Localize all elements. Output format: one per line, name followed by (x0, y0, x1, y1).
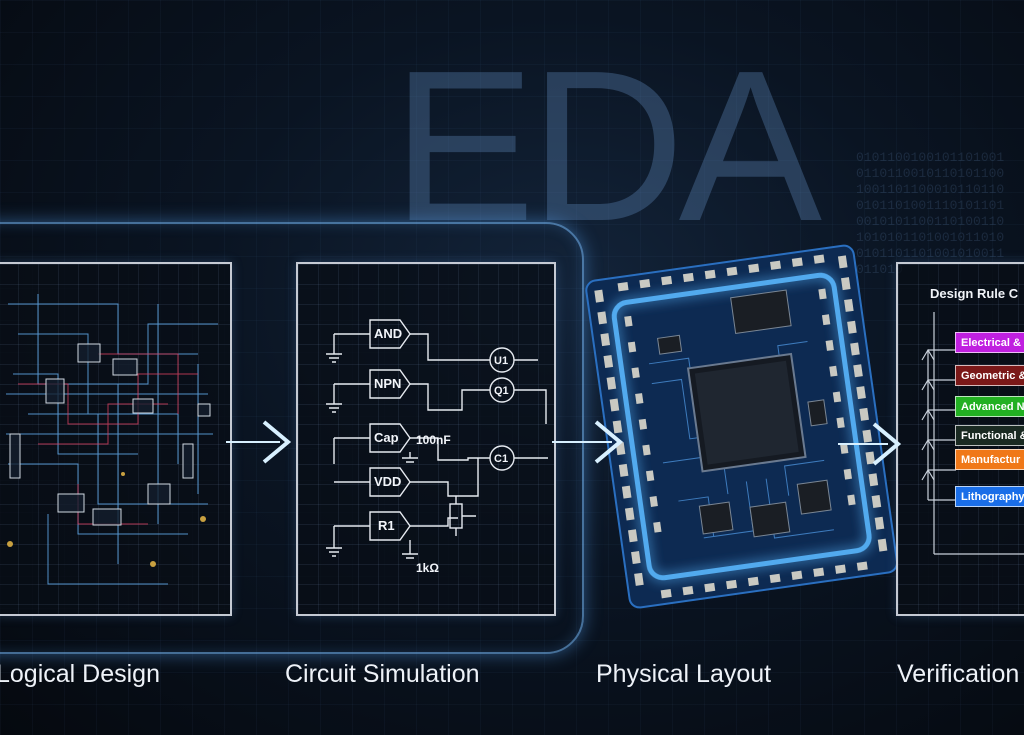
rule-advanced: Advanced N (955, 396, 1024, 417)
drc-title: Design Rule C (930, 286, 1019, 301)
gate-vdd-label: VDD (374, 474, 401, 489)
node-q1-label: Q1 (494, 385, 509, 397)
rule-electrical: Electrical & (955, 332, 1024, 353)
panel-grid (298, 264, 554, 614)
arrow-right-icon (226, 420, 292, 464)
stage-label-logical-design: Logical Design (0, 660, 160, 688)
gate-r1-label: R1 (378, 518, 395, 533)
stage-label-circuit-simulation: Circuit Simulation (285, 660, 480, 688)
gate-and-label: AND (374, 326, 402, 341)
circuit-simulation-panel: AND NPN Cap VDD R1 U1 Q1 C1 100nF 1kΩ (296, 262, 556, 616)
arrow-right-icon (552, 420, 624, 464)
gate-cap-label: Cap (374, 430, 399, 445)
circuit-schematic: AND NPN Cap VDD R1 U1 Q1 C1 100nF 1kΩ (326, 319, 548, 575)
stage-label-physical-layout: Physical Layout (596, 660, 772, 688)
stage-label-verification: Verification (897, 660, 1020, 688)
rule-functional: Functional & (955, 425, 1024, 446)
verification-flow-lines (921, 312, 1024, 555)
logic-schematic (6, 294, 218, 585)
rule-geometric: Geometric & (955, 365, 1024, 386)
binary-stream: 0101100100101101001011011001011010110010… (856, 150, 1005, 277)
highlight-frame (0, 222, 584, 654)
rule-lithography: Lithography (955, 486, 1024, 507)
arrow-right-icon (838, 422, 902, 466)
rule-manufacturing: Manufactur (955, 449, 1024, 470)
node-u1-label: U1 (494, 355, 508, 367)
node-c1-label: C1 (494, 453, 508, 465)
gate-npn-label: NPN (374, 376, 401, 391)
logical-design-panel (0, 262, 232, 616)
resistance-value: 1kΩ (416, 561, 439, 575)
capacitance-value: 100nF (416, 433, 451, 447)
eda-watermark: EDA (392, 25, 822, 266)
physical-layout-board (585, 244, 899, 609)
